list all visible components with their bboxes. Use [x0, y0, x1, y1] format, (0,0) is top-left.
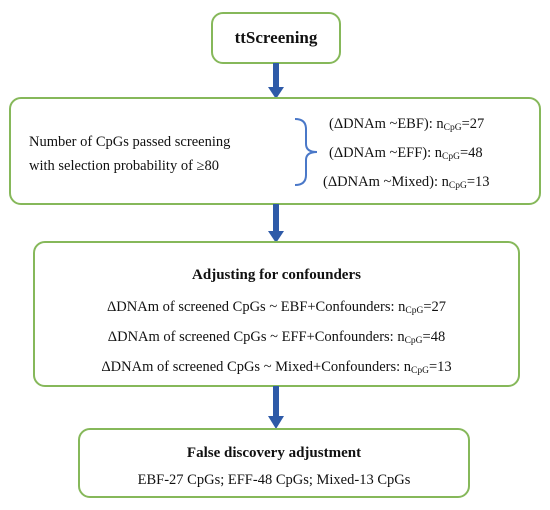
false-discovery-box: False discovery adjustment EBF-27 CpGs; … [78, 428, 470, 498]
mixed-screening-count: (ΔDNAm ~Mixed): nCpG=13 [323, 174, 490, 191]
false-discovery-title: False discovery adjustment [186, 445, 362, 461]
ebf-screening-count: (ΔDNAm ~EBF): nCpG=27 [329, 116, 485, 133]
confounders-title: Adjusting for confounders [192, 267, 361, 283]
arrow-down-2 [268, 204, 284, 243]
mixed-confounders-line: ΔDNAm of screened CpGs ~ Mixed+Confounde… [101, 359, 452, 376]
screening-results-box: Number of CpGs passed screening with sel… [9, 97, 541, 205]
ebf-confounders-line: ΔDNAm of screened CpGs ~ EBF+Confounders… [106, 299, 447, 316]
curly-brace-icon [294, 118, 318, 186]
confounders-box: Adjusting for confounders ΔDNAm of scree… [33, 241, 520, 387]
screened-cpgs-line-2: with selection probability of ≥80 [29, 158, 219, 174]
screening-title: ttScreening [234, 28, 318, 47]
arrow-down-3 [268, 386, 284, 429]
eff-screening-count: (ΔDNAm ~EFF): nCpG=48 [329, 145, 483, 162]
arrow-down-1 [268, 63, 284, 99]
screening-box: ttScreening [211, 12, 341, 64]
false-discovery-counts: EBF-27 CpGs; EFF-48 CpGs; Mixed-13 CpGs [137, 472, 411, 488]
screened-cpgs-line-1: Number of CpGs passed screening [29, 134, 231, 150]
eff-confounders-line: ΔDNAm of screened CpGs ~ EFF+Confounders… [107, 329, 446, 346]
